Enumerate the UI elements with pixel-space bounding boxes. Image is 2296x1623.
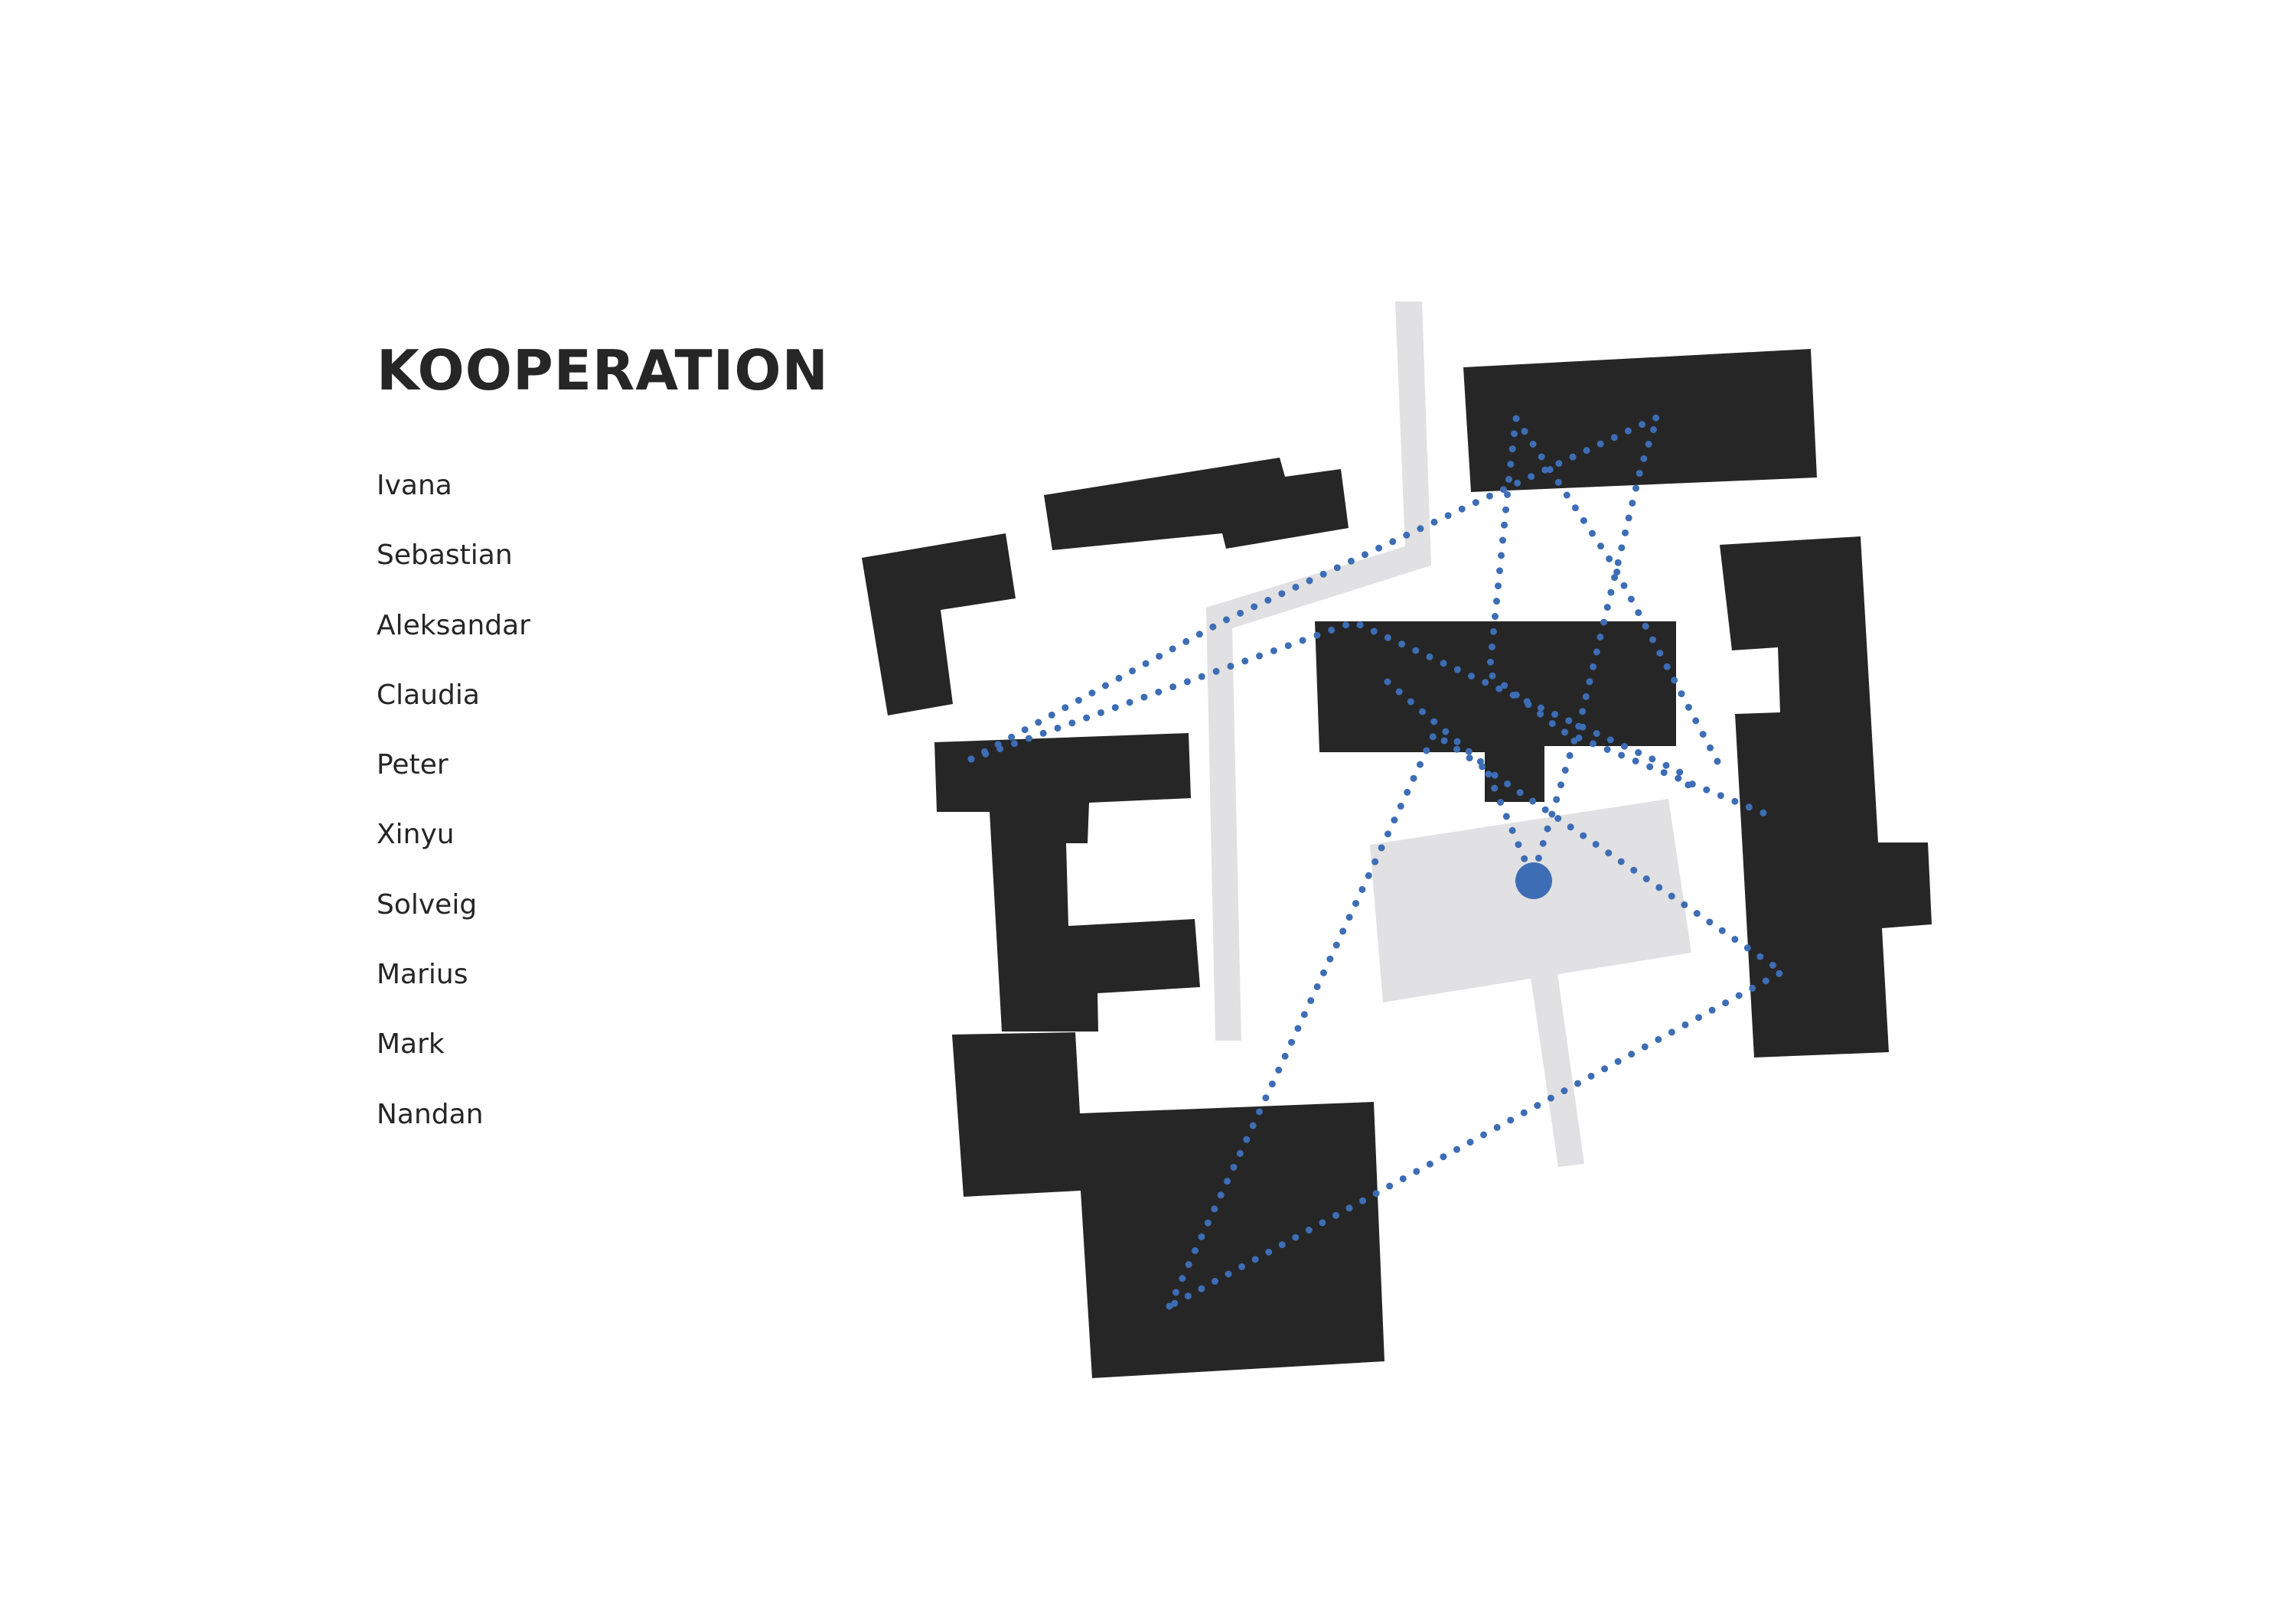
name-item: Solveig bbox=[377, 888, 478, 921]
path-north bbox=[1206, 301, 1431, 1041]
network-link-center bbox=[1384, 678, 1533, 874]
network-link-north bbox=[967, 410, 1664, 873]
network-triangle bbox=[1166, 728, 1789, 1310]
building-north-west bbox=[862, 533, 1016, 715]
network-link-diagonal bbox=[1512, 415, 1728, 778]
buildings bbox=[862, 349, 1932, 1378]
building-north bbox=[1044, 458, 1349, 550]
meeting-point-marker bbox=[1515, 862, 1552, 899]
path-south bbox=[1531, 973, 1584, 1167]
name-item: Peter bbox=[377, 749, 448, 781]
pedestrian-paths bbox=[1206, 301, 1691, 1167]
page-title: KOOPERATION bbox=[377, 338, 829, 402]
name-item: Aleksandar bbox=[377, 609, 530, 641]
name-item: Nandan bbox=[377, 1098, 484, 1130]
name-item: Mark bbox=[377, 1028, 445, 1061]
name-item: Claudia bbox=[377, 679, 480, 711]
name-item: Ivana bbox=[377, 470, 452, 501]
building-west bbox=[934, 733, 1200, 1031]
building-north-east bbox=[1463, 349, 1817, 492]
building-east bbox=[1720, 536, 1932, 1058]
building-central bbox=[1315, 621, 1676, 802]
name-list: Ivana Sebastian Aleksandar Claudia Peter… bbox=[377, 468, 530, 1167]
name-item: Xinyu bbox=[377, 819, 455, 851]
cooperation-network bbox=[967, 410, 1789, 1310]
courtyard-plaza bbox=[1370, 799, 1691, 1002]
building-south-west bbox=[952, 1032, 1384, 1378]
name-item: Marius bbox=[377, 959, 468, 991]
name-item: Sebastian bbox=[377, 539, 513, 572]
